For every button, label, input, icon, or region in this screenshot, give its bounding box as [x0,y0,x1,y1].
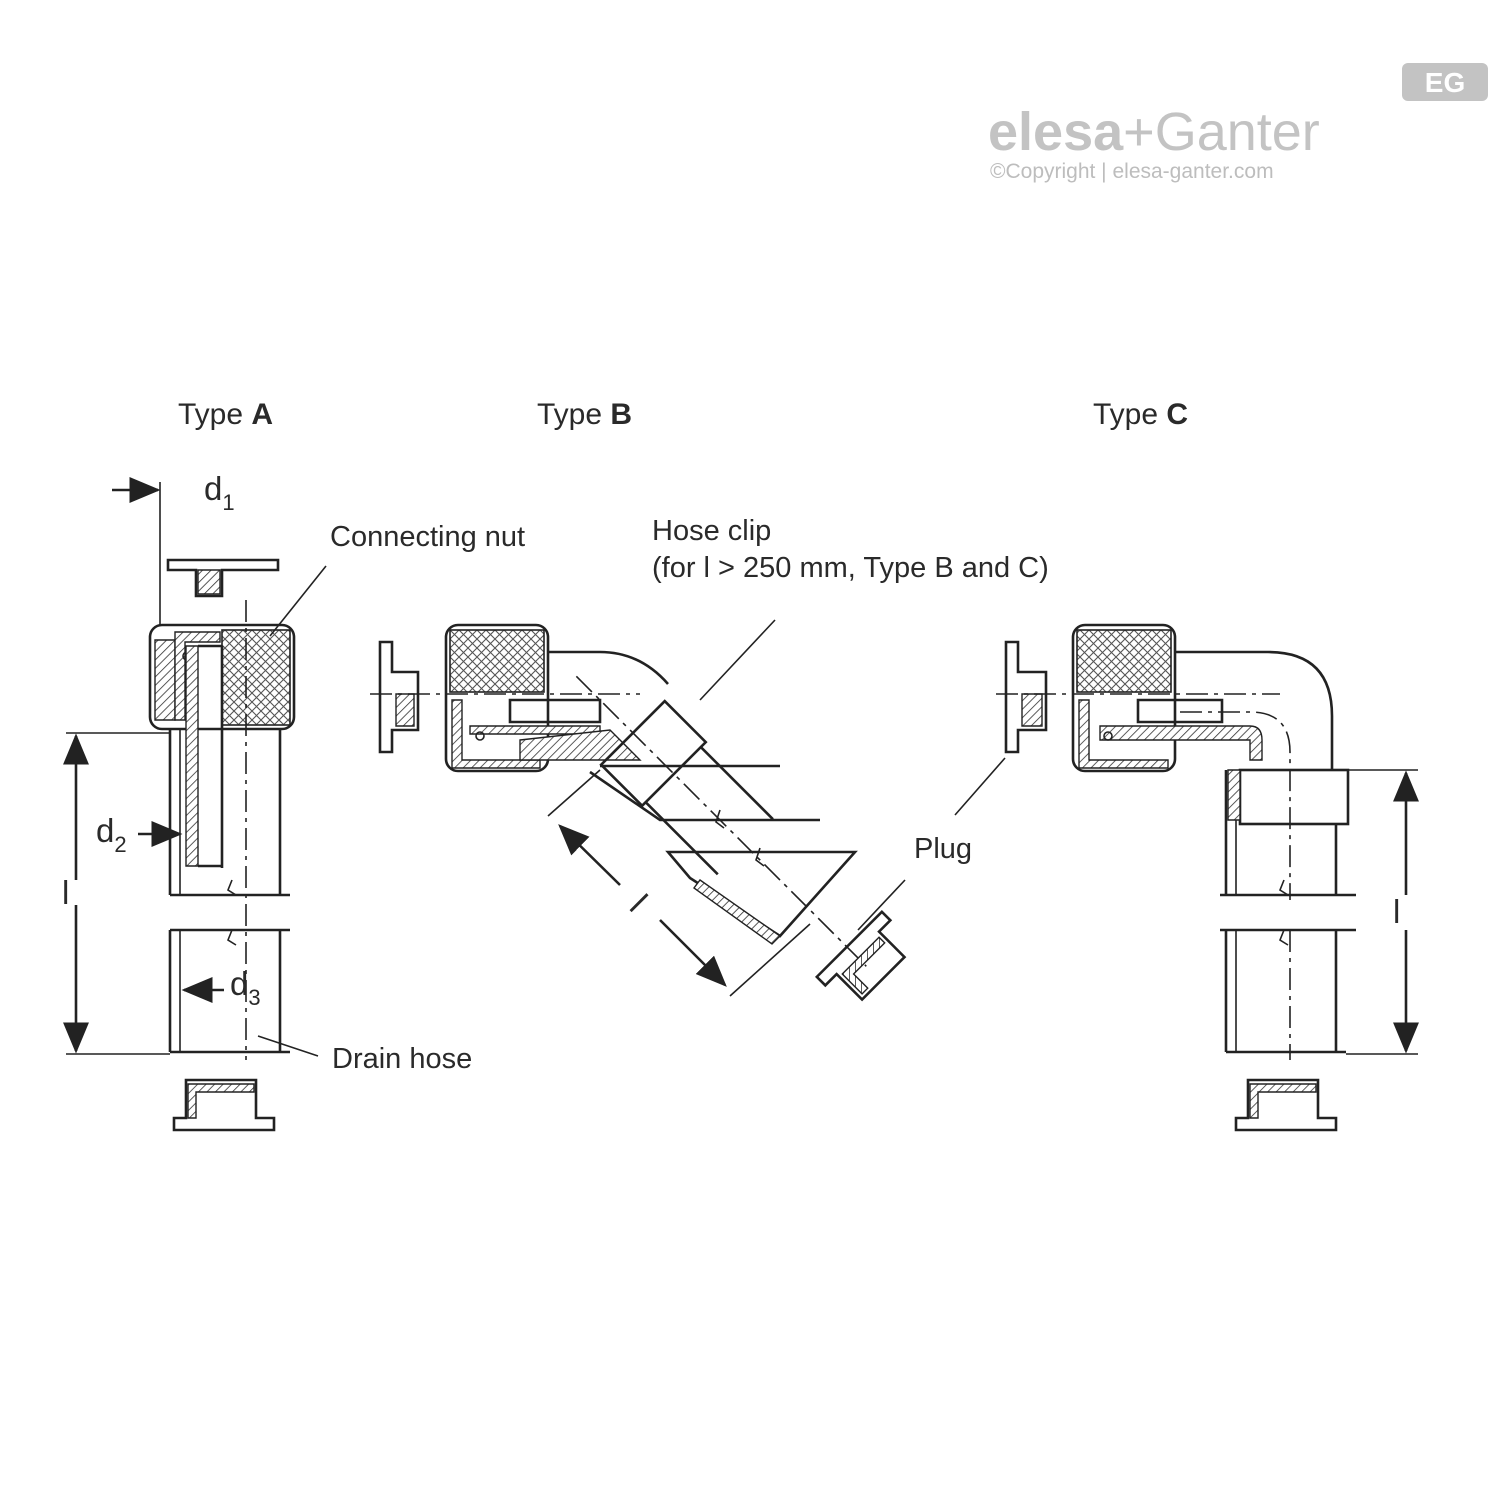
brand-name-right: Ganter [1155,102,1320,162]
type-b-connecting-nut [444,623,550,773]
brand-copyright: ©Copyright | elesa-ganter.com [990,160,1274,183]
callout-connecting-nut: Connecting nut [330,521,525,553]
type-b-drawing: l Hose clip (for l > 250 mm, Type B and … [370,515,1049,1002]
type-b-title: Type B [537,398,632,431]
dim-l-b-label: l [623,887,654,918]
brand-name: elesa+Ganter [988,102,1320,162]
type-c-left-plug [1004,640,1048,754]
brand-plus: + [1123,102,1155,162]
type-a-drawing: d1 l d2 [62,470,525,1132]
type-c-title: Type C [1093,398,1188,431]
type-c-bottom-plug [1234,1078,1338,1132]
type-a-top-plug [166,558,280,598]
dim-d2-label: d2 [96,812,127,857]
dim-d1-label: d1 [204,470,235,515]
type-a-title: Type A [178,398,273,431]
type-a-bottom-plug [172,1078,276,1132]
brand-logo: EG elesa+Ganter ©Copyright | elesa-gante… [988,63,1488,183]
callout-plug: Plug [914,833,972,865]
type-c-connecting-nut [1071,623,1177,773]
brand-badge-box [1402,63,1488,101]
callout-hose-clip: Hose clip [652,515,771,547]
dim-l-c-label: l [1393,893,1400,930]
callout-hose-clip-note: (for l > 250 mm, Type B and C) [652,552,1049,584]
brand-name-left: elesa [988,102,1124,162]
brand-badge: EG [1425,67,1465,98]
callout-drain-hose: Drain hose [332,1043,472,1075]
type-c-drawing: l [996,623,1419,1132]
dim-d3-label: d3 [230,965,261,1010]
type-b-left-plug [378,640,420,754]
type-b-end-plug [814,909,907,1002]
dim-l-a-label: l [62,874,69,911]
type-c-hose-clip [1238,768,1350,826]
type-a-connecting-nut [148,623,296,731]
